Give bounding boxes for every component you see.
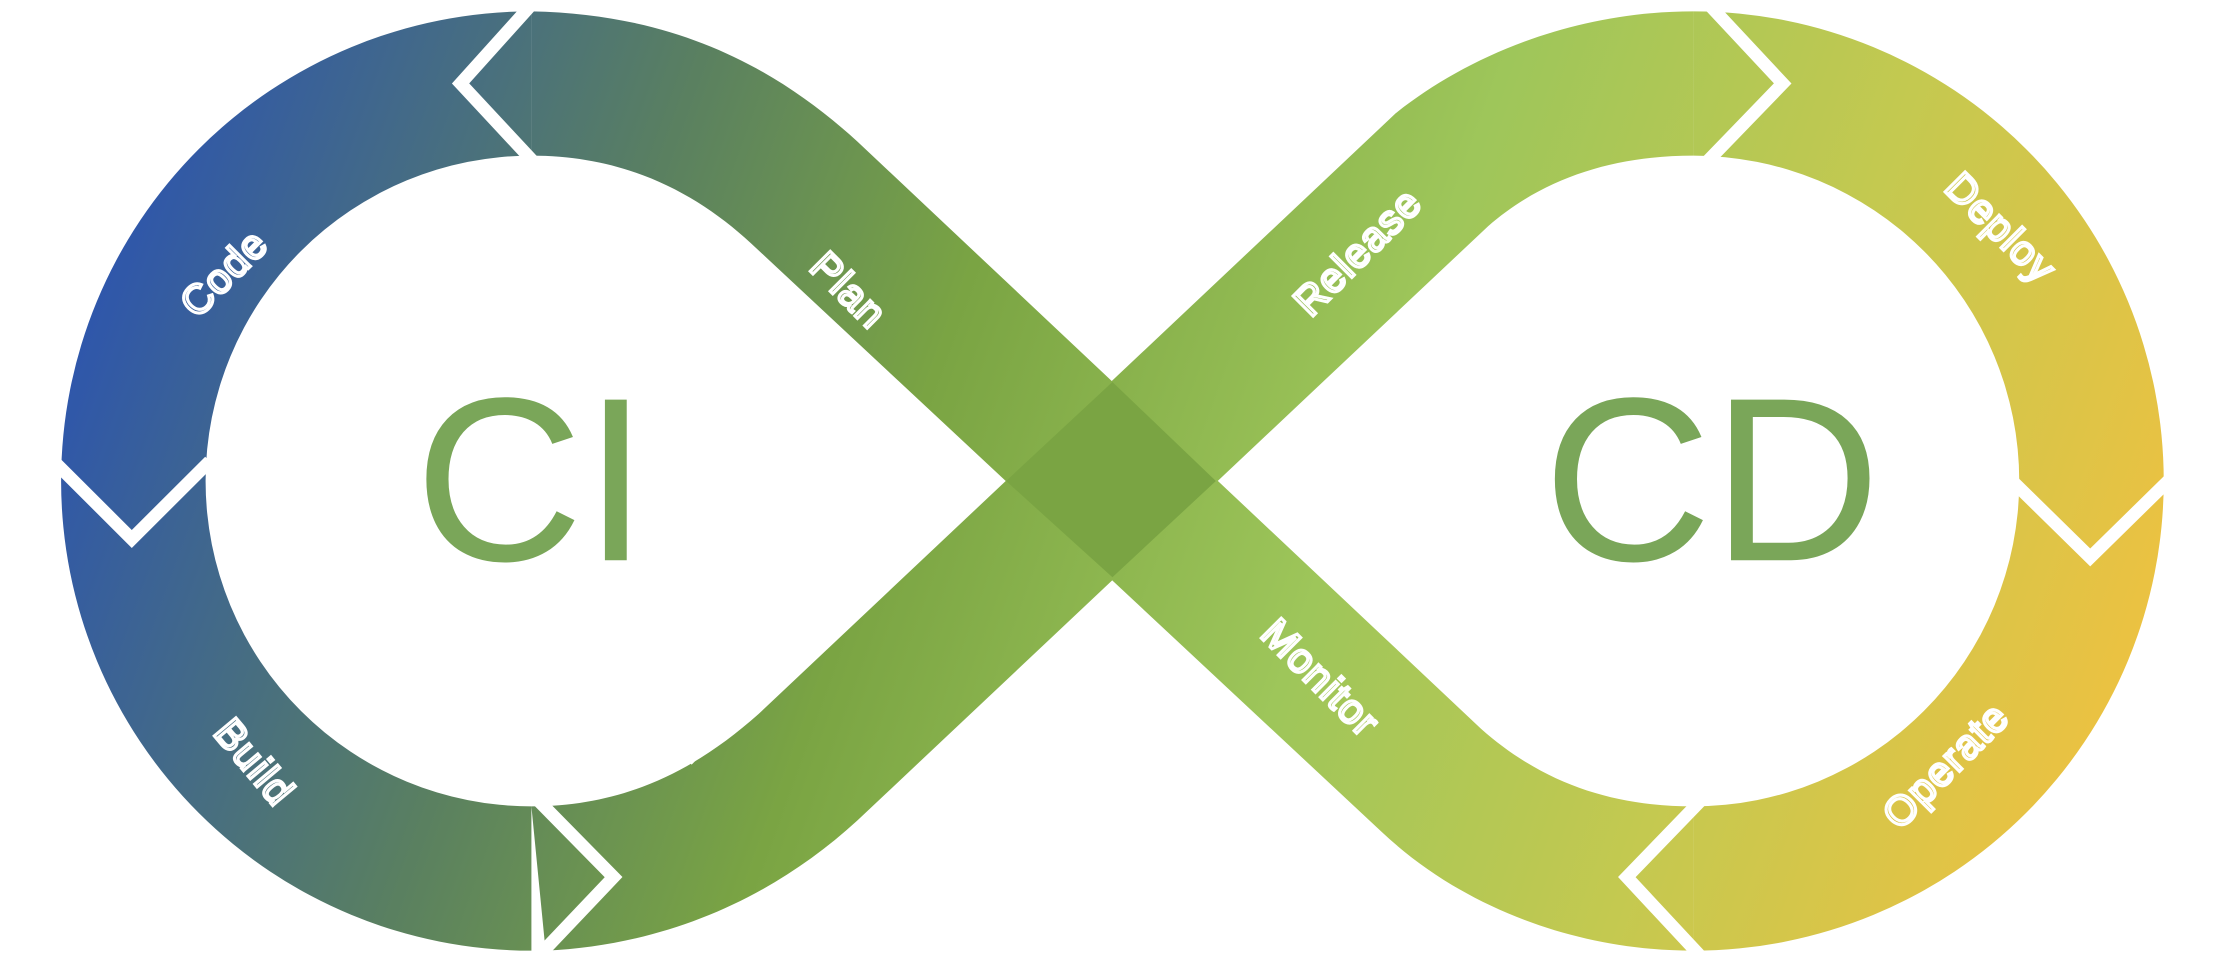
separator-operate-monitor bbox=[1618, 793, 1709, 962]
separator-code-plan bbox=[451, 0, 541, 169]
separator-deploy-operate bbox=[2004, 473, 2176, 567]
cd-title: CD bbox=[1543, 349, 1881, 610]
ci-title: CI bbox=[414, 349, 648, 610]
crossing-overlap bbox=[1006, 381, 1216, 578]
right-loop bbox=[1693, 11, 2164, 951]
separator-build-test bbox=[531, 793, 623, 962]
separator-code-build bbox=[49, 456, 215, 549]
stage-separators bbox=[49, 0, 2176, 962]
left-loop bbox=[61, 11, 532, 951]
separator-release-deploy bbox=[1700, 0, 1792, 169]
